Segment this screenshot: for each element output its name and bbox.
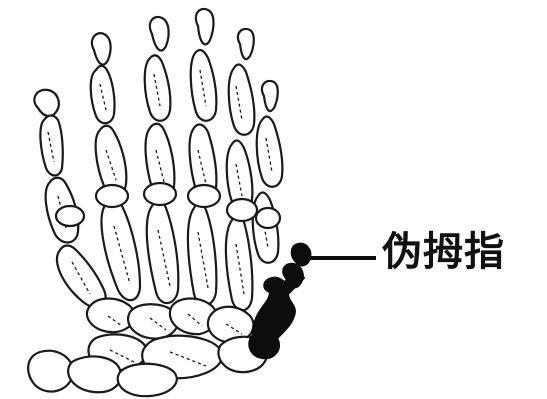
middle-finger	[145, 17, 179, 303]
radial-finger	[226, 29, 254, 310]
index-finger	[188, 9, 216, 305]
pseudo-thumb	[249, 244, 310, 359]
extra-finger	[253, 81, 283, 263]
pseudo-thumb-label: 伪拇指	[382, 232, 505, 272]
little-finger	[34, 90, 105, 307]
carpal-bones	[28, 299, 267, 397]
ring-finger	[91, 33, 140, 300]
